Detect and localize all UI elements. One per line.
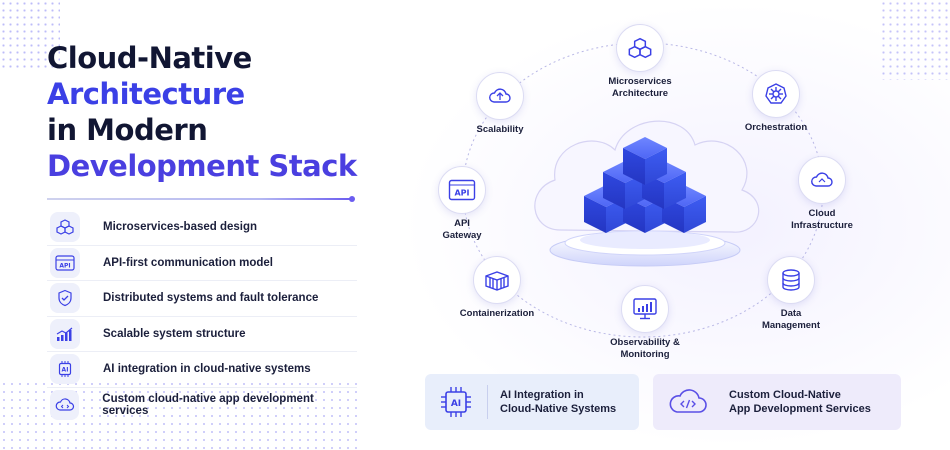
title-line-1: Cloud-Native <box>47 41 252 75</box>
list-item: Microservices-based design <box>47 210 357 246</box>
card-label: Custom Cloud-Native App Development Serv… <box>729 389 871 415</box>
list-item: API API-first communication model <box>47 246 357 281</box>
title-line-4: Development Stack <box>47 149 357 183</box>
feature-label: Scalable system structure <box>103 327 246 340</box>
svg-text:AI: AI <box>62 367 69 374</box>
cloud-icon <box>798 156 846 204</box>
growth-chart-icon <box>50 318 80 349</box>
node-api-gateway: API API Gateway <box>422 166 502 241</box>
api-window-icon: API <box>438 166 486 214</box>
ai-chip-icon: AI <box>50 354 80 385</box>
page-title: Cloud-Native Architecture in Modern Deve… <box>47 40 377 184</box>
cloud-upload-icon <box>476 72 524 120</box>
shield-check-icon <box>50 283 80 314</box>
svg-text:API: API <box>59 262 70 269</box>
dot-pattern-top-right <box>880 0 950 80</box>
node-observability: Observability & Monitoring <box>603 285 687 360</box>
list-item: Scalable system structure <box>47 317 357 352</box>
node-label: Orchestration <box>744 122 808 133</box>
node-label: Observability & Monitoring <box>610 337 680 360</box>
feature-label: Custom cloud-native app development serv… <box>102 393 314 418</box>
dot-pattern-top-left <box>0 0 60 70</box>
card-label: AI Integration in Cloud-Native Systems <box>500 389 617 415</box>
ai-integration-card: AI AI Integration in Cloud-Native System… <box>425 374 639 430</box>
node-label: Cloud Infrastructure <box>791 208 853 231</box>
list-item: AI AI integration in cloud-native system… <box>47 352 357 388</box>
helm-wheel-icon <box>752 70 800 118</box>
cubes-icon <box>616 24 664 72</box>
feature-label: AI integration in cloud-native systems <box>103 363 311 376</box>
cloud-stack-illustration <box>534 120 760 267</box>
monitor-chart-icon <box>621 285 669 333</box>
database-icon <box>767 256 815 304</box>
node-orchestration: Orchestration <box>736 70 816 134</box>
code-cloud-icon <box>50 390 80 421</box>
node-label: Microservices Architecture <box>608 76 672 99</box>
title-divider <box>47 196 355 202</box>
node-label: Containerization <box>459 308 535 319</box>
ai-chip-icon: AI <box>435 381 477 423</box>
feature-label: Microservices-based design <box>103 221 258 234</box>
node-cloud-infrastructure: Cloud Infrastructure <box>782 156 862 231</box>
api-window-icon: API <box>50 247 80 278</box>
ai-badge-text: AI <box>451 399 461 409</box>
feature-label: API-first communication model <box>103 256 273 269</box>
api-badge-text: API <box>454 189 469 198</box>
code-cloud-icon <box>663 381 713 423</box>
custom-development-card: Custom Cloud-Native App Development Serv… <box>653 374 901 430</box>
list-item: Distributed systems and fault tolerance <box>47 281 357 317</box>
node-containerization: Containerization <box>457 256 537 320</box>
container-icon <box>473 256 521 304</box>
title-line-3: in Modern <box>47 113 208 147</box>
node-microservices: Microservices Architecture <box>600 24 680 99</box>
feature-list: Microservices-based design API API-first… <box>47 210 357 423</box>
node-label: Data Management <box>761 308 821 331</box>
cubes-icon <box>50 212 80 243</box>
node-data-management: Data Management <box>751 256 831 331</box>
feature-label: Distributed systems and fault tolerance <box>103 292 319 305</box>
node-label: API Gateway <box>442 218 482 241</box>
node-label: Scalability <box>476 124 524 135</box>
node-scalability: Scalability <box>460 72 540 136</box>
title-line-2: Architecture <box>47 77 245 111</box>
list-item: Custom cloud-native app development serv… <box>47 388 357 424</box>
card-divider <box>487 385 488 419</box>
